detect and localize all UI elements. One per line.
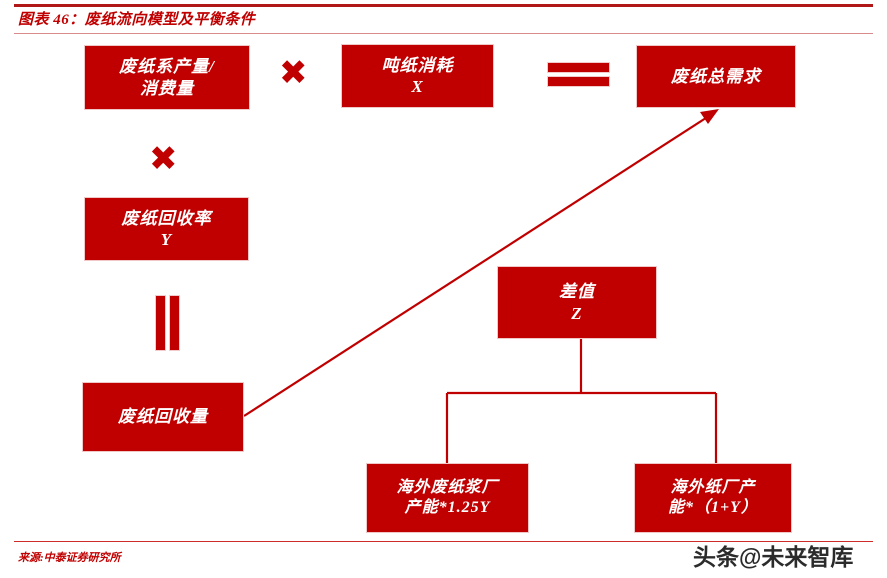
footer-rule <box>14 541 873 542</box>
header-rule-top <box>14 4 873 7</box>
multiply-icon-top: ✖ <box>279 53 308 93</box>
watermark: 头条@未来智库 <box>693 544 854 570</box>
node-waste-paper-recovery-rate[interactable]: 废纸回收率 Y <box>84 197 249 261</box>
node-per-ton-paper-consumption[interactable]: 吨纸消耗 X <box>341 44 494 108</box>
equals-icon-left <box>155 295 180 351</box>
header-rule-bottom <box>14 33 873 34</box>
node-waste-paper-recovery-volume[interactable]: 废纸回收量 <box>82 382 244 452</box>
source-note: 来源:中泰证券研究所 <box>18 552 121 564</box>
node-overseas-pulp-mill-capacity[interactable]: 海外废纸浆厂 产能*1.25Y <box>366 463 529 533</box>
page-title: 图表 46：废纸流向模型及平衡条件 <box>18 12 256 28</box>
multiply-icon-left: ✖ <box>149 139 178 179</box>
node-difference-value[interactable]: 差值 Z <box>497 266 657 339</box>
equals-bar-left <box>155 295 166 351</box>
equals-icon-top <box>547 62 610 87</box>
node-waste-paper-output[interactable]: 废纸系产量/ 消费量 <box>84 45 250 110</box>
equals-bar-upper <box>547 62 610 73</box>
node-total-waste-paper-demand[interactable]: 废纸总需求 <box>636 45 796 108</box>
equals-bar-right <box>169 295 180 351</box>
equals-bar-lower <box>547 76 610 87</box>
node-overseas-paper-mill-capacity[interactable]: 海外纸厂产 能*（1+Y） <box>634 463 792 533</box>
